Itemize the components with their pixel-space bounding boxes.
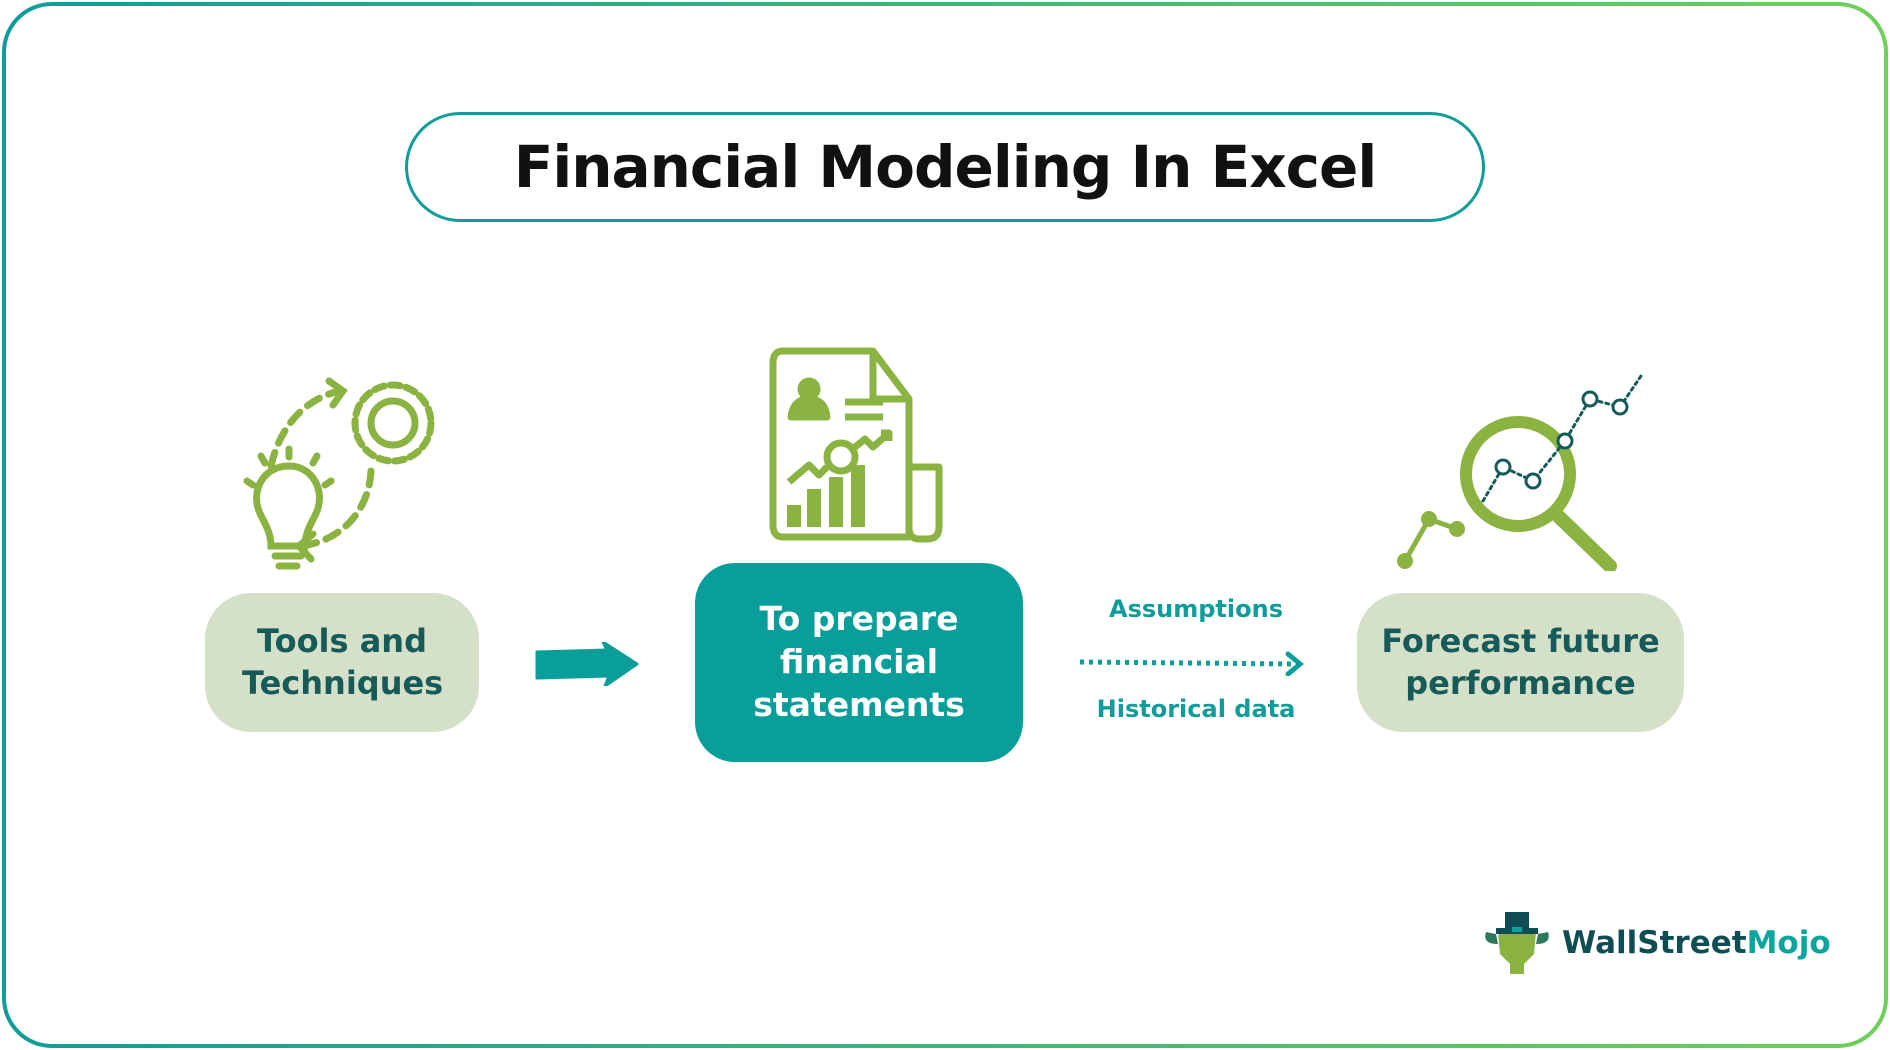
assumptions-label: Assumptions: [1109, 595, 1283, 623]
financial-document-icon: [769, 347, 943, 543]
logo-text-mojo: Mojo: [1746, 925, 1831, 961]
right-arrow-icon: [535, 642, 639, 686]
node-prepare-financial-statements: To prepare financial statements: [695, 563, 1023, 762]
historical-data-label: Historical data: [1096, 695, 1296, 723]
page-title: Financial Modeling In Excel: [405, 112, 1485, 222]
bull-mascot-icon: [1485, 912, 1549, 974]
node-forecast-future-performance: Forecast future performance: [1357, 593, 1684, 732]
node-label: To prepare financial statements: [753, 599, 965, 724]
magnifier-chart-icon: [1397, 371, 1643, 571]
logo-text-wallstreet: WallStreet: [1562, 925, 1747, 961]
node-label: Tools and Techniques: [242, 621, 444, 702]
node-label: Forecast future performance: [1381, 621, 1660, 702]
lightbulb-gear-icon: [243, 377, 435, 570]
dotted-arrow-icon: [1079, 651, 1304, 676]
node-tools-and-techniques: Tools and Techniques: [205, 593, 479, 732]
wallstreetmojo-logo: WallStreetMojo: [1482, 910, 1831, 976]
